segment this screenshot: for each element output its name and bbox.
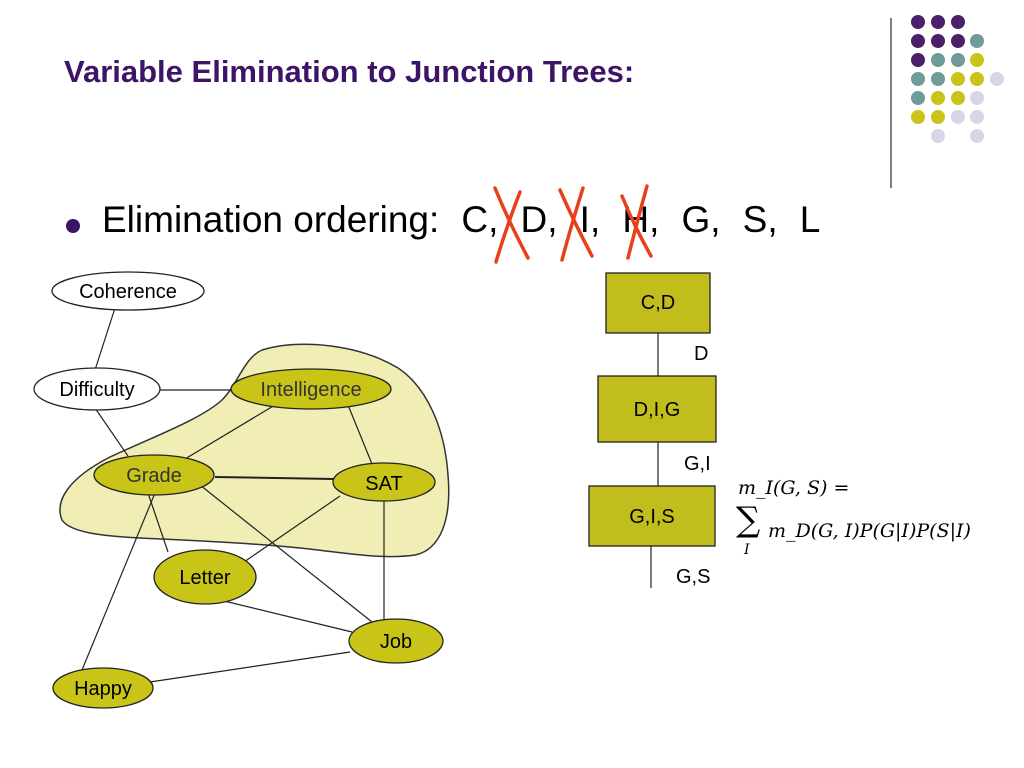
node-difficulty: Difficulty: [33, 367, 161, 411]
node-letter-label: Letter: [179, 567, 230, 589]
decorative-dot: [911, 53, 925, 67]
cross-mark-i: [620, 184, 653, 260]
decorative-dot: [931, 53, 945, 67]
node-difficulty-label: Difficulty: [59, 379, 134, 401]
formula-sum-index: I: [744, 542, 750, 558]
sepset-d: D: [694, 343, 708, 365]
decorative-dot: [990, 72, 1004, 86]
cluster-cd: C,D: [605, 272, 711, 334]
node-letter: Letter: [153, 549, 257, 605]
cluster-gis: G,I,S: [588, 485, 716, 547]
sepset-gi: G,I: [684, 453, 711, 475]
decorative-dot: [970, 129, 984, 143]
node-intelligence: Intelligence: [230, 368, 392, 410]
order-d: D,: [520, 199, 558, 240]
decorative-dot: [970, 53, 984, 67]
node-grade-label: Grade: [126, 465, 182, 487]
node-happy-label: Happy: [74, 678, 132, 700]
cross-mark-d: [558, 186, 594, 262]
decorative-dot: [970, 34, 984, 48]
cluster-cd-label: C,D: [641, 292, 675, 314]
decorative-dot: [931, 91, 945, 105]
node-job: Job: [348, 618, 444, 664]
order-s: S,: [742, 199, 778, 240]
cross-mark-c: [493, 186, 530, 264]
order-l: L: [799, 199, 821, 240]
decorative-dot: [951, 72, 965, 86]
cluster-dig-label: D,I,G: [634, 399, 681, 421]
node-happy: Happy: [52, 667, 154, 709]
elimination-label: Elimination ordering:: [102, 199, 440, 240]
decorative-dot: [911, 91, 925, 105]
decorative-dot: [951, 110, 965, 124]
node-grade: Grade: [93, 454, 215, 496]
decorative-dot: [931, 129, 945, 143]
bullet-icon: [66, 219, 80, 233]
decorative-dot: [911, 110, 925, 124]
cluster-dig: D,I,G: [597, 375, 717, 443]
sepset-gs: G,S: [676, 566, 710, 588]
order-i: I,: [579, 199, 601, 240]
decorative-dot: [970, 91, 984, 105]
order-g: G,: [681, 199, 721, 240]
node-sat: SAT: [332, 462, 436, 502]
decorative-dot: [911, 15, 925, 29]
decorative-dot-grid: [890, 15, 1004, 188]
page-title: Variable Elimination to Junction Trees:: [64, 54, 635, 89]
cluster-gis-label: G,I,S: [629, 506, 675, 528]
decorative-dot: [951, 53, 965, 67]
junction-tree: C,D D D,I,G G,I G,I,S G,S: [588, 272, 717, 588]
node-job-label: Job: [380, 631, 412, 653]
node-coherence: Coherence: [51, 271, 205, 311]
decorative-dot: [951, 15, 965, 29]
decorative-dot: [931, 110, 945, 124]
decorative-dot: [970, 72, 984, 86]
decorative-dot: [911, 34, 925, 48]
graphical-model: Coherence Difficulty Intelligence Grade …: [33, 271, 450, 709]
node-coherence-label: Coherence: [79, 281, 177, 303]
decorative-dot: [951, 34, 965, 48]
decorative-dot: [911, 72, 925, 86]
decorative-dot: [931, 34, 945, 48]
formula-line1: m_I(G, S) =: [738, 477, 850, 499]
decorative-dot: [931, 72, 945, 86]
node-intelligence-label: Intelligence: [260, 379, 361, 401]
decorative-dot: [970, 110, 984, 124]
order-c: C,: [461, 199, 499, 240]
node-sat-label: SAT: [365, 473, 402, 495]
decorative-dot: [931, 15, 945, 29]
elimination-ordering: Elimination ordering: C, D, I, H, G, S, …: [102, 199, 820, 241]
decorative-dot: [951, 91, 965, 105]
formula-line2: m_D(G, I)P(G|I)P(S|I): [768, 520, 971, 542]
sum-symbol-icon: ∑: [736, 500, 761, 540]
